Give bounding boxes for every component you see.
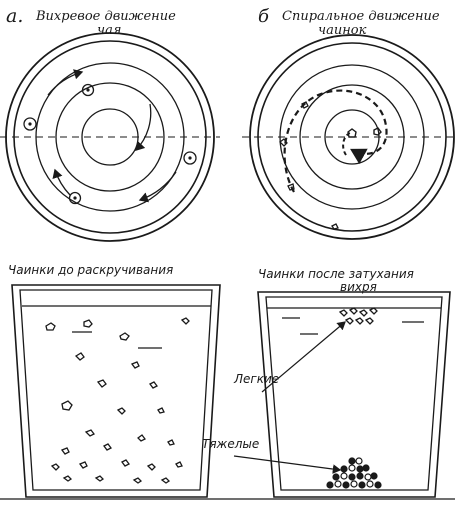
light-leaves-cluster [338,307,378,325]
heavy-leaves-pile [326,457,382,489]
vortex-top-view [0,32,220,242]
glass-after [257,291,451,498]
arrow-light [261,321,346,393]
spiral-top-view [242,34,455,240]
arrow-heavy [233,455,342,474]
spiral-leaf-specks [279,101,382,230]
label-light: Легкие [233,372,279,386]
label-heavy: Тяжелые [202,437,259,451]
panel-a-caption-1: Вихревое движение [35,9,176,24]
panel-a-caption-2: чая [97,23,121,38]
glass-before [11,284,221,498]
panel-a-letter: а. [6,5,23,27]
glass-right-title-1: Чаинки после затухания [258,267,414,281]
glass-right-title-2: вихря [340,280,377,294]
panel-b-letter: б [258,6,270,27]
panel-b-caption-1: Спиральное движение [282,9,440,24]
tea-leaf-markers [23,83,197,205]
floating-leaves [45,317,190,484]
glass-left-title: Чаинки до раскручивания [8,263,173,277]
